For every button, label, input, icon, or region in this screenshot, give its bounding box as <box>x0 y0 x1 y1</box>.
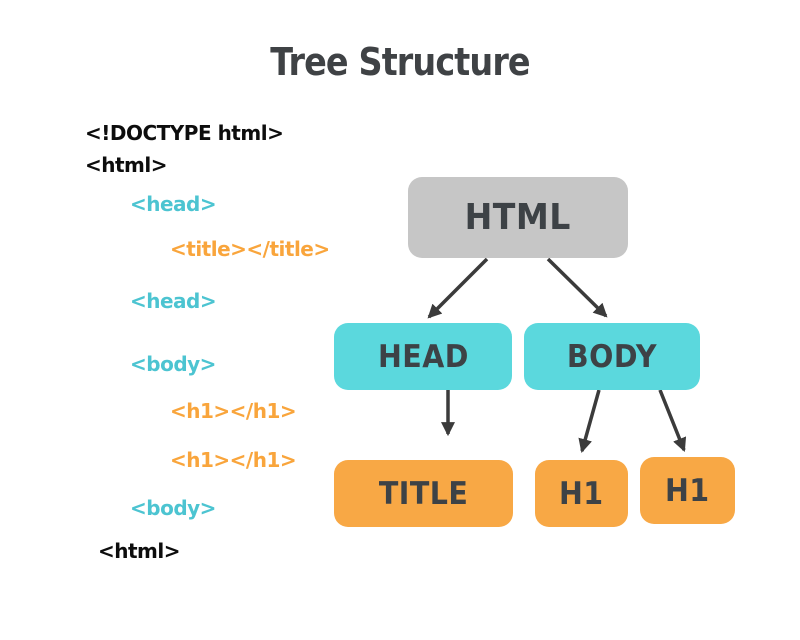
edge-body-h1-right <box>658 389 687 452</box>
node-h1-right-label: H1 <box>665 472 710 509</box>
code-line-body-open: <body> <box>130 352 216 376</box>
code-line-head-open: <head> <box>130 192 217 216</box>
node-head: HEAD <box>334 323 512 390</box>
node-body-label: BODY <box>566 338 658 375</box>
code-line-h1-first: <h1></h1> <box>170 399 297 423</box>
node-title: TITLE <box>334 460 513 527</box>
node-title-label: TITLE <box>378 475 469 512</box>
node-html-label: HTML <box>464 197 572 238</box>
code-line-doctype: <!DOCTYPE html> <box>85 121 284 145</box>
code-listing: <!DOCTYPE html> <html> <head> <title></t… <box>0 0 330 640</box>
edge-html-head <box>427 257 489 319</box>
code-line-html-close: <html> <box>98 539 181 563</box>
node-head-label: HEAD <box>377 338 469 375</box>
diagram-title: Tree Structure <box>270 40 530 84</box>
edge-html-body <box>546 257 608 318</box>
node-h1-left-label: H1 <box>559 475 604 512</box>
edge-body-h1-left <box>578 389 601 454</box>
code-line-h1-second: <h1></h1> <box>170 448 297 472</box>
node-body: BODY <box>524 323 700 390</box>
node-html: HTML <box>408 177 628 258</box>
code-line-head-close: <head> <box>130 289 217 313</box>
code-line-body-close: <body> <box>130 496 216 520</box>
node-h1-right: H1 <box>640 457 735 524</box>
code-line-title: <title></title> <box>170 237 330 261</box>
node-h1-left: H1 <box>535 460 628 527</box>
code-line-html-open: <html> <box>85 153 168 177</box>
